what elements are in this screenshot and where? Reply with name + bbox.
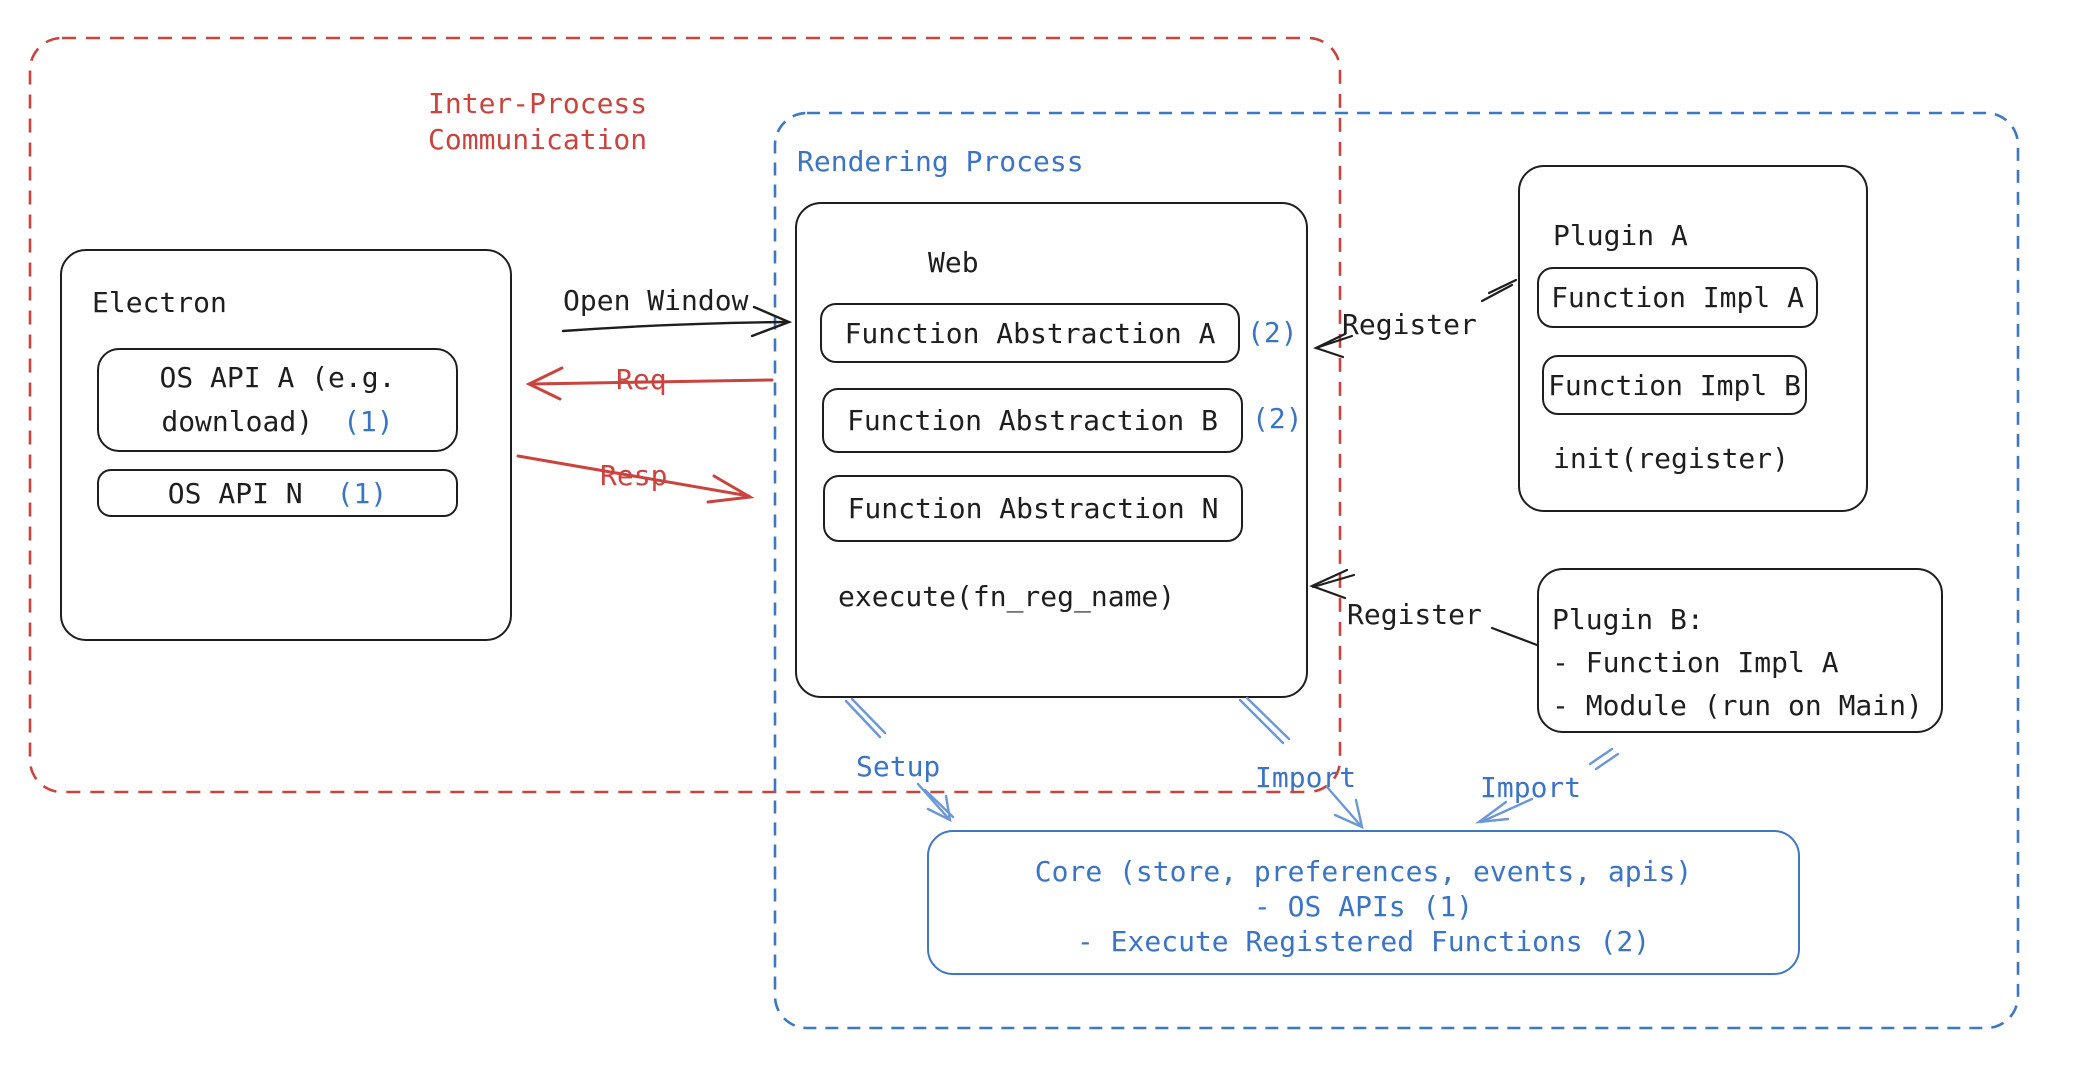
os-api-n-badge: (1)	[336, 476, 388, 510]
execute-label: execute(fn_reg_name)	[838, 580, 1176, 613]
core-box: Core (store, preferences, events, apis)-…	[927, 830, 1800, 975]
req-label: Req	[608, 363, 675, 396]
import-web-label: Import	[1255, 761, 1357, 794]
function-abstraction-b-badge: (2)	[1252, 402, 1303, 435]
function-impl-b-box: Function Impl B	[1542, 355, 1807, 415]
plugin-a-title: Plugin A	[1553, 219, 1688, 252]
setup-label: Setup	[856, 750, 941, 783]
os-api-a-line1: OS API A (e.g.	[159, 361, 396, 394]
os-api-a-box: OS API A (e.g. download)(1)	[97, 348, 458, 452]
web-title: Web	[928, 246, 979, 279]
os-api-a-badge: (1)	[343, 405, 394, 438]
os-api-a-line2: download)(1)	[161, 405, 394, 438]
plugin-a-init-label: init(register)	[1553, 442, 1790, 475]
function-abstraction-a-box: Function Abstraction A	[820, 303, 1240, 363]
os-api-n-label: OS API N	[167, 476, 303, 510]
register-bottom-label: Register	[1347, 598, 1482, 631]
os-api-n-box: OS API N (1)	[97, 469, 458, 517]
rendering-process-label: Rendering Process	[797, 145, 1084, 178]
plugin-b-content: Plugin B:- Function Impl A- Module (run …	[1552, 603, 1923, 722]
open-window-label: Open Window	[563, 284, 749, 317]
function-abstraction-b-box: Function Abstraction B	[822, 388, 1243, 453]
function-abstraction-n-box: Function Abstraction N	[823, 475, 1243, 542]
register-top-label: Register	[1342, 308, 1477, 341]
resp-label: Resp	[592, 459, 676, 492]
function-impl-a-box: Function Impl A	[1537, 267, 1818, 328]
function-abstraction-a-badge: (2)	[1247, 316, 1298, 349]
import-plugin-b-label: Import	[1480, 771, 1582, 804]
electron-title: Electron	[92, 286, 227, 319]
